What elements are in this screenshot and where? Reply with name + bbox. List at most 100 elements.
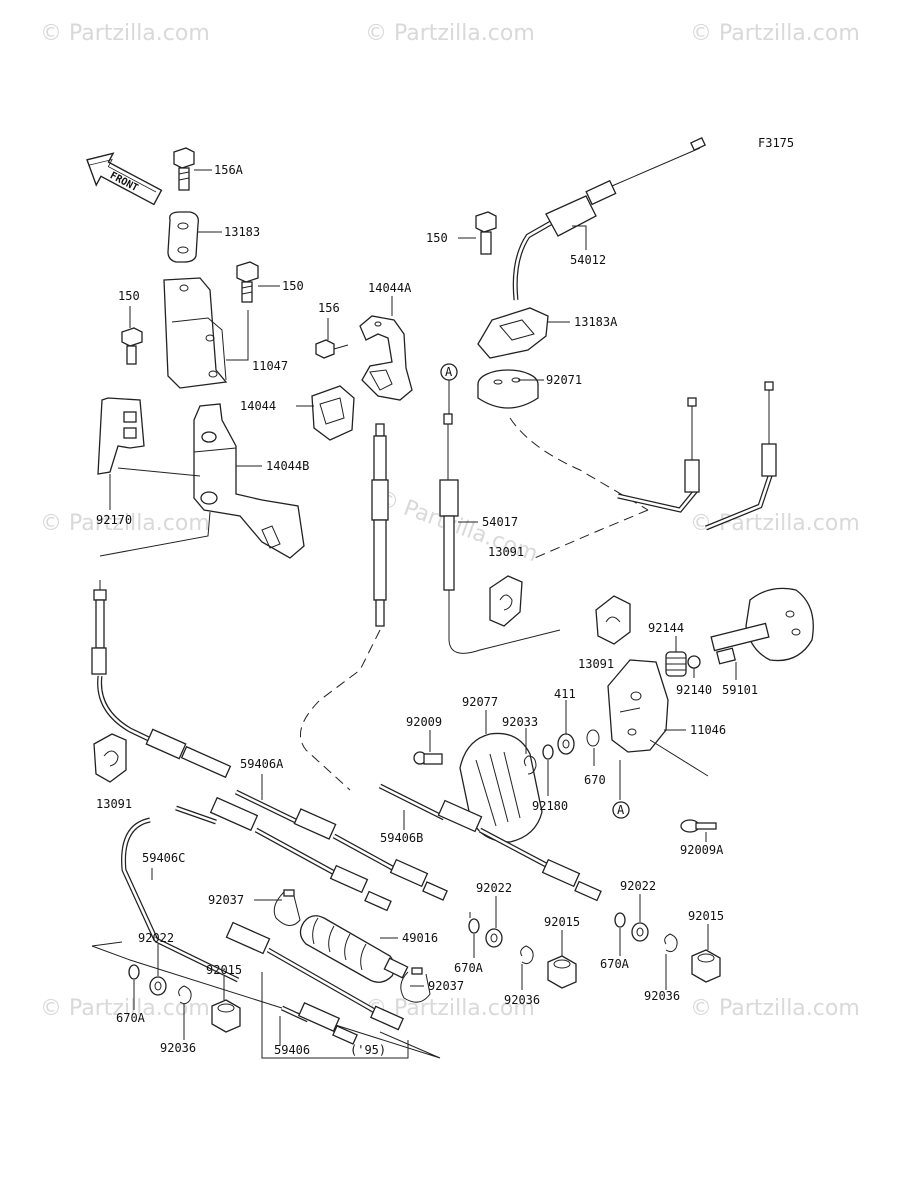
label-13183: 13183	[224, 225, 260, 239]
leader-lines	[109, 169, 737, 1046]
clip-92170	[97, 397, 145, 475]
grommet-13091-right	[595, 595, 631, 645]
part-labels: 156A 13183 150 150 150 11047 156 14044A …	[96, 163, 758, 1057]
label-92022: 92022	[620, 879, 656, 893]
hardware-left	[128, 964, 241, 1033]
label-92036: 92036	[160, 1041, 196, 1055]
label-49016: 49016	[402, 931, 438, 945]
label-92009A: 92009A	[680, 843, 724, 857]
label-92170: 92170	[96, 513, 132, 527]
grommet-13091-left	[93, 733, 127, 783]
label-92015: 92015	[688, 909, 724, 923]
boot-49016	[299, 915, 409, 983]
front-arrow-icon: FRONT	[86, 152, 163, 206]
cable-outer-right	[617, 381, 777, 531]
grommet-13091-mid	[489, 575, 523, 627]
label-11046: 11046	[690, 723, 726, 737]
bolt-150-left	[121, 327, 143, 365]
bracket-11047	[163, 277, 228, 389]
label-670A: 670A	[116, 1011, 146, 1025]
cable-54017	[439, 413, 561, 654]
label-150: 150	[426, 231, 448, 245]
callout-a: A	[617, 803, 625, 817]
clamp-92037-upper	[273, 889, 301, 926]
bracket-14044A	[359, 315, 413, 401]
watermark: © Partzilla.com	[690, 21, 860, 46]
label-59406A: 59406A	[240, 757, 284, 771]
label-54012: 54012	[570, 253, 606, 267]
clamp-14044	[311, 385, 355, 441]
bolt-150-right	[475, 211, 497, 255]
label-92022: 92022	[476, 881, 512, 895]
bolt-156A	[173, 147, 195, 191]
hardware-right	[614, 912, 721, 983]
figure-code: F3175	[758, 136, 794, 150]
cable-54012	[512, 136, 706, 301]
label-92036: 92036	[504, 993, 540, 1007]
clamp-92037-lower	[400, 967, 431, 1003]
label-92022: 92022	[138, 931, 174, 945]
bolt-150-upper	[236, 261, 259, 303]
screw-92009A	[680, 819, 717, 833]
label-92144: 92144	[648, 621, 684, 635]
plate-11046	[607, 659, 669, 753]
label-92140: 92140	[676, 683, 712, 697]
label-13091: 13091	[578, 657, 614, 671]
plate-13183A	[477, 307, 549, 359]
washers-center	[523, 729, 600, 775]
knob-92077	[459, 732, 543, 843]
shaft-59101	[710, 587, 814, 665]
plate-13183	[167, 211, 199, 263]
label-150: 150	[118, 289, 140, 303]
ball-92140	[687, 655, 701, 669]
cable-59406C	[121, 796, 405, 1031]
callout-a: A	[445, 365, 453, 379]
label-156A: 156A	[214, 163, 244, 177]
label-670A: 670A	[600, 957, 630, 971]
cable-59406A	[234, 789, 448, 901]
grommet-92071	[477, 369, 539, 409]
screw-92009	[413, 751, 443, 765]
label-92036: 92036	[644, 989, 680, 1003]
label-59406B: 59406B	[380, 831, 423, 845]
watermark: © Partzilla.com	[365, 21, 535, 46]
watermark: © Partzilla.com	[40, 511, 210, 536]
label-59101: 59101	[722, 683, 758, 697]
label-92077: 92077	[462, 695, 498, 709]
label-14044A: 14044A	[368, 281, 412, 295]
callout-a-bottom	[612, 801, 630, 819]
label-95: ('95)	[350, 1043, 386, 1057]
label-92015: 92015	[206, 963, 242, 977]
label-92009: 92009	[406, 715, 442, 729]
label-11047: 11047	[252, 359, 288, 373]
label-670A: 670A	[454, 961, 484, 975]
label-92037: 92037	[428, 979, 464, 993]
label-411: 411	[554, 687, 576, 701]
label-14044B: 14044B	[266, 459, 309, 473]
label-59406: 59406	[274, 1043, 310, 1057]
label-156: 156	[318, 301, 340, 315]
spring-92144	[665, 651, 687, 677]
cable-59406B	[378, 783, 602, 902]
label-92015: 92015	[544, 915, 580, 929]
label-54017: 54017	[482, 515, 518, 529]
label-150: 150	[282, 279, 304, 293]
inset-95	[261, 972, 409, 1059]
label-92071: 92071	[546, 373, 582, 387]
watermark: © Partzilla.com	[40, 996, 210, 1021]
label-13183A: 13183A	[574, 315, 618, 329]
label-92037: 92037	[208, 893, 244, 907]
label-92180: 92180	[532, 799, 568, 813]
label-13091: 13091	[488, 545, 524, 559]
cable-center	[371, 423, 389, 627]
label-59406C: 59406C	[142, 851, 185, 865]
label-14044: 14044	[240, 399, 276, 413]
label-13091: 13091	[96, 797, 132, 811]
bracket-14044B	[193, 403, 305, 559]
watermark: © Partzilla.com	[40, 21, 210, 46]
label-670: 670	[584, 773, 606, 787]
watermark: © Partzilla.com	[690, 996, 860, 1021]
hardware-center	[468, 918, 577, 989]
label-92033: 92033	[502, 715, 538, 729]
